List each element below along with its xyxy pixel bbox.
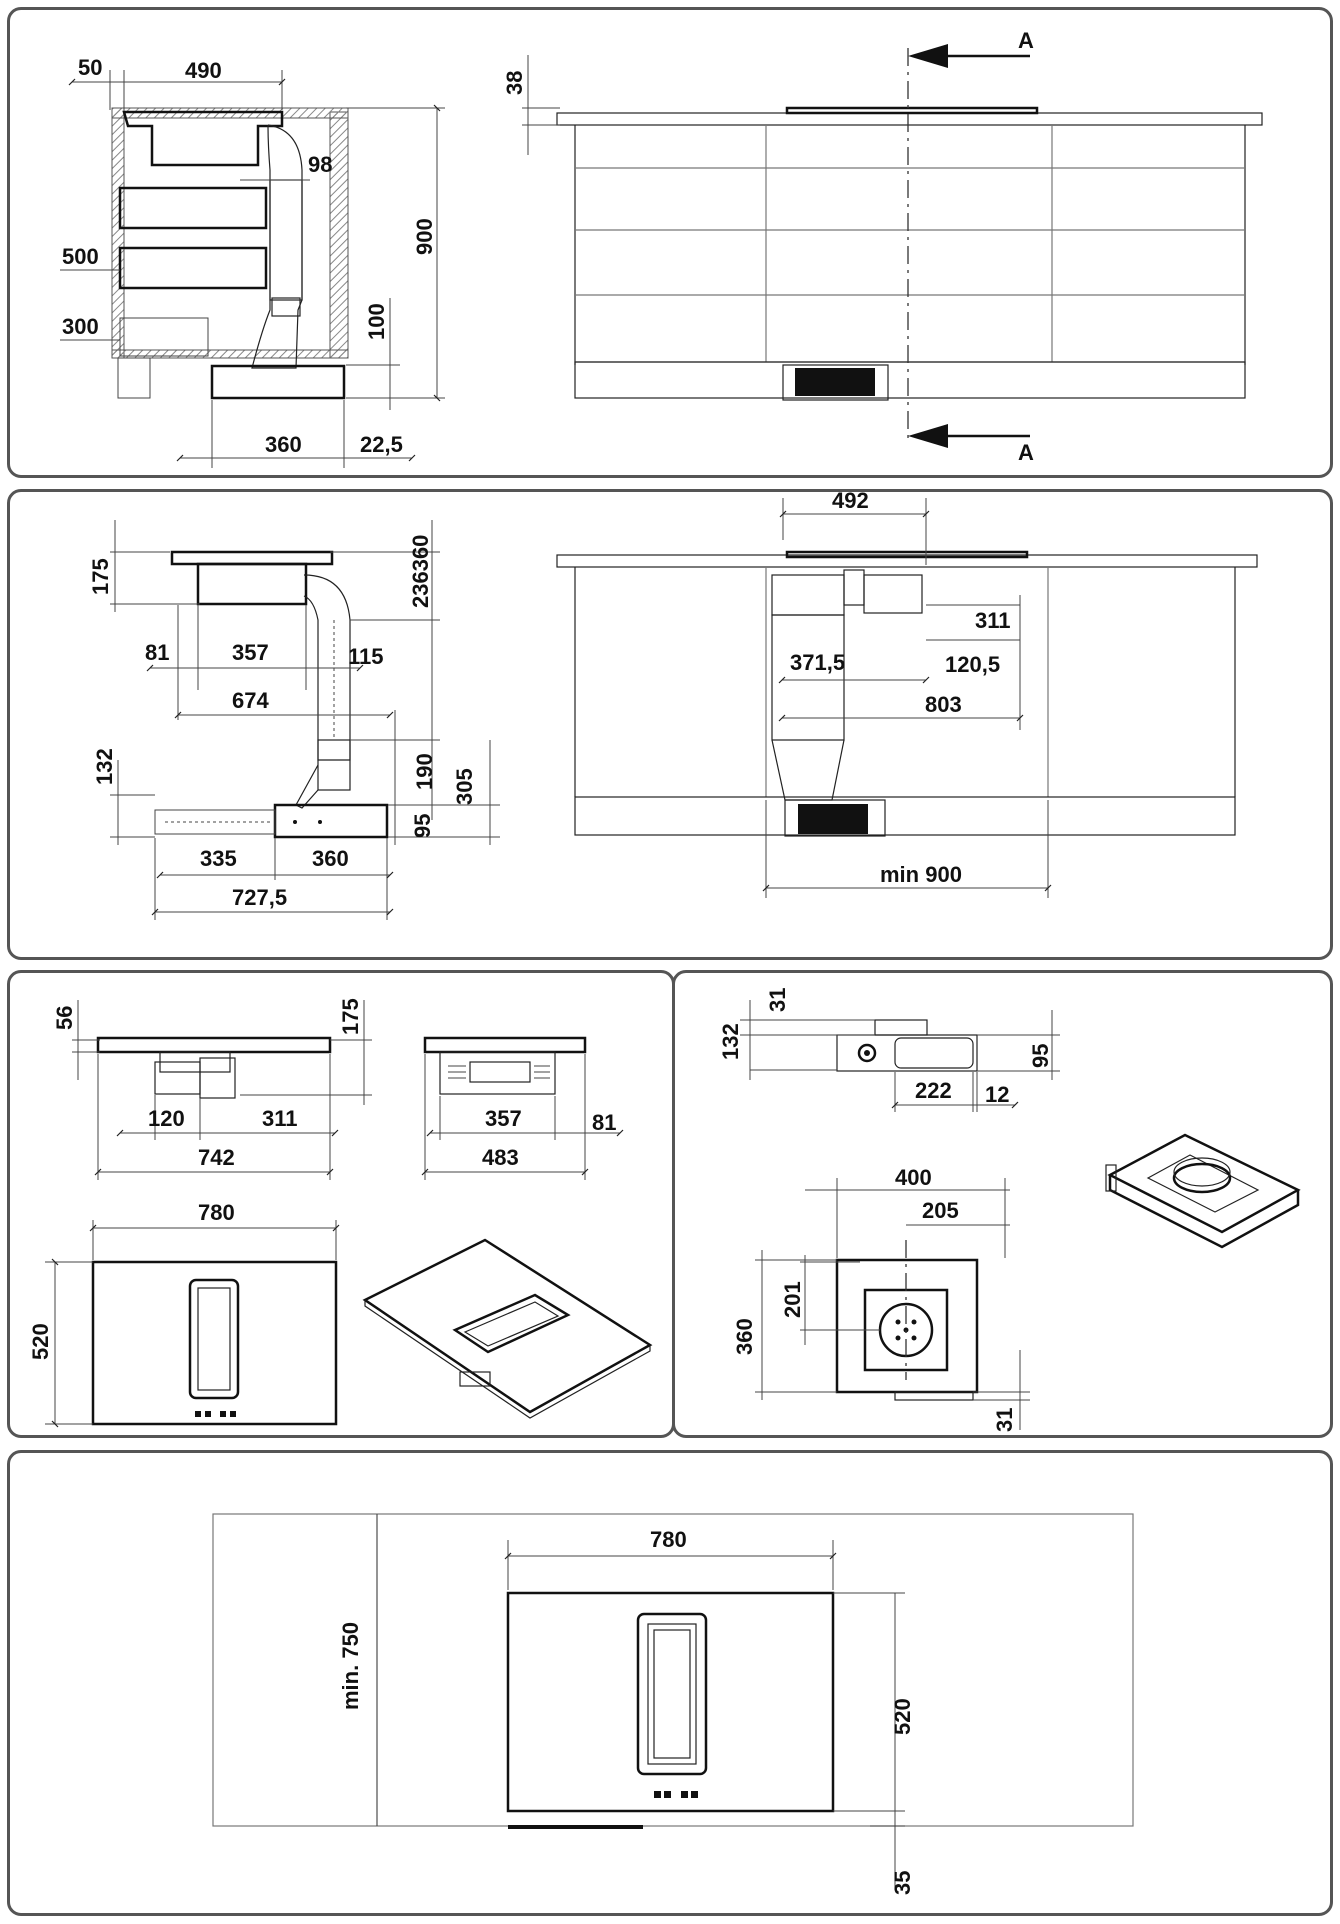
dim-22-5: 22,5 <box>360 432 403 457</box>
p4-motor-iso <box>1105 1133 1301 1249</box>
dim-120-5: 120,5 <box>945 652 1000 677</box>
dim-300: 300 <box>62 314 99 339</box>
dim-483: 483 <box>482 1145 519 1170</box>
dim-56: 56 <box>52 1006 77 1030</box>
dim-360-d: 360 <box>732 1318 757 1355</box>
dim-175-c: 175 <box>338 998 363 1035</box>
dim-35: 35 <box>890 1871 915 1895</box>
dim-222: 222 <box>915 1078 952 1103</box>
dim-95-d: 95 <box>1028 1044 1053 1068</box>
dim-201: 201 <box>780 1281 805 1318</box>
dim-780-c: 780 <box>198 1200 235 1225</box>
dim-727-5: 727,5 <box>232 885 287 910</box>
dim-360: 360 <box>265 432 302 457</box>
panel-motor-dimensions <box>672 970 1333 1438</box>
dim-190: 190 <box>412 753 437 790</box>
dim-38: 38 <box>502 71 527 95</box>
dim-400: 400 <box>895 1165 932 1190</box>
section-label-a-top: A <box>1018 28 1034 53</box>
p1-front-view: A A 38 <box>502 28 1263 465</box>
dim-357-c: 357 <box>485 1106 522 1131</box>
dim-12: 12 <box>985 1082 1009 1107</box>
dim-31-b: 31 <box>992 1408 1017 1432</box>
dim-311-b: 311 <box>975 608 1011 633</box>
dim-115: 115 <box>348 644 384 669</box>
dim-520-e: 520 <box>890 1698 915 1735</box>
dim-98: 98 <box>308 152 332 177</box>
dim-490: 490 <box>185 58 222 83</box>
dim-500: 500 <box>62 244 99 269</box>
dim-360-b: 360 <box>312 846 349 871</box>
dim-335: 335 <box>200 846 237 871</box>
dim-min-900: min 900 <box>880 862 962 887</box>
dim-min-750: min. 750 <box>338 1622 363 1710</box>
dim-81: 81 <box>145 640 169 665</box>
dim-31: 31 <box>765 988 790 1012</box>
p2-front-view: 492 311 371,5 120,5 803 min 900 <box>556 488 1258 898</box>
dim-95: 95 <box>410 814 435 838</box>
panel-installation-overview <box>7 7 1333 478</box>
dim-900: 900 <box>412 218 437 255</box>
dim-674: 674 <box>232 688 269 713</box>
p3-hob-end: 357 81 483 <box>421 1036 624 1180</box>
dim-803: 803 <box>925 692 962 717</box>
dim-492: 492 <box>832 488 869 513</box>
dim-371-5: 371,5 <box>790 650 845 675</box>
p5-cutout-top: 780 min. 750 520 35 <box>212 1513 1134 1895</box>
p4-motor-top: 400 205 360 201 31 <box>732 1165 1030 1432</box>
dim-236360: 236360 <box>408 535 433 608</box>
dim-50: 50 <box>78 55 102 80</box>
dim-357: 357 <box>232 640 269 665</box>
dim-305: 305 <box>452 768 477 805</box>
dim-120: 120 <box>148 1106 185 1131</box>
section-label-a-bottom: A <box>1018 440 1034 465</box>
dim-132-d: 132 <box>718 1023 743 1060</box>
p1-side-section: 50 490 98 900 500 300 100 360 22,5 <box>60 55 445 468</box>
p3-hob-side: 56 175 120 311 742 <box>52 998 372 1180</box>
dim-100: 100 <box>364 303 389 340</box>
p2-side-view: 175 236360 81 357 115 674 132 190 305 95… <box>88 520 500 920</box>
dim-175: 175 <box>88 558 113 595</box>
panel-cutout-top-view <box>7 1450 1333 1916</box>
p3-hob-top: 780 520 <box>28 1200 653 1428</box>
dim-311-c: 311 <box>262 1106 298 1131</box>
dim-132: 132 <box>92 748 117 785</box>
dim-780-e: 780 <box>650 1527 687 1552</box>
dim-81-c: 81 <box>592 1110 616 1135</box>
dim-520-c: 520 <box>28 1323 53 1360</box>
dim-742: 742 <box>198 1145 235 1170</box>
dim-205: 205 <box>922 1198 959 1223</box>
p4-motor-side: 31 132 95 222 12 <box>718 988 1060 1112</box>
panel-hob-dimensions <box>7 970 675 1438</box>
